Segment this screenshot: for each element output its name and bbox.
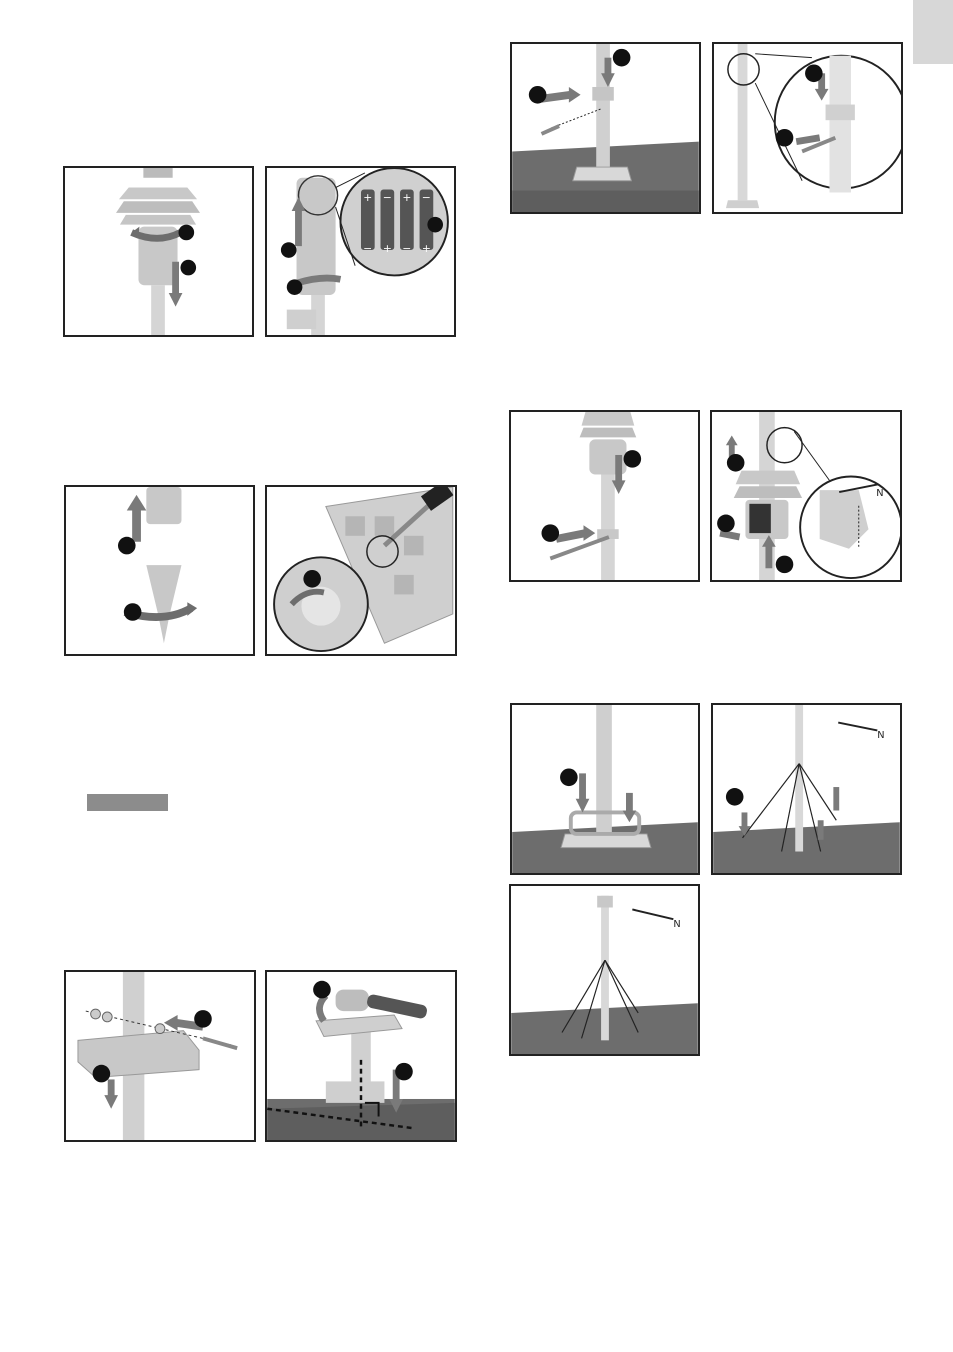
panel-7-pole-bolt [510, 42, 701, 214]
svg-text:−: − [402, 242, 411, 255]
panel-1-remove-cover [63, 166, 254, 337]
note-label-bar [87, 794, 168, 811]
svg-text:−: − [383, 191, 392, 204]
svg-text:+: + [383, 242, 392, 255]
panel-9-sensor-attach [509, 410, 700, 582]
insert-batteries-icon: + − + − − + − + [267, 168, 454, 335]
svg-text:−: − [363, 242, 372, 255]
panel-4-screwdriver [265, 485, 457, 656]
bolt-mount-icon [66, 972, 254, 1140]
svg-text:+: + [422, 242, 431, 255]
screwdriver-base-icon [267, 487, 455, 654]
language-tab [913, 0, 953, 64]
completed-station-icon: N [511, 886, 698, 1054]
compass-n: N [876, 488, 883, 499]
panel-10-sensor-battery: N [710, 410, 902, 582]
panel-3-remove-spike [64, 485, 255, 656]
remove-spike-icon [66, 487, 253, 654]
compass-n: N [877, 730, 884, 741]
panel-13-completed: N [509, 884, 700, 1056]
base-clamp-icon [512, 705, 698, 873]
panel-11-base-clamp [510, 703, 700, 875]
panel-2-insert-batteries: + − + − − + − + [265, 166, 456, 337]
svg-text:+: + [402, 191, 411, 204]
hammer-mount-icon [267, 972, 455, 1140]
panel-6-hammer [265, 970, 457, 1142]
sensor-battery-detail-icon: N [712, 412, 900, 580]
panel-12-guy-wires: N [711, 703, 902, 875]
pole-detail-icon [714, 44, 901, 212]
pole-bolt-icon [512, 44, 699, 212]
sensor-attach-icon [511, 412, 698, 580]
rotate-remove-cover-icon [65, 168, 252, 335]
guy-wire-stake-icon: N [713, 705, 900, 873]
svg-text:+: + [363, 191, 372, 204]
compass-n: N [673, 919, 680, 930]
svg-text:−: − [422, 191, 431, 204]
panel-5-bolt-mount [64, 970, 256, 1142]
panel-8-pole-detail [712, 42, 903, 214]
